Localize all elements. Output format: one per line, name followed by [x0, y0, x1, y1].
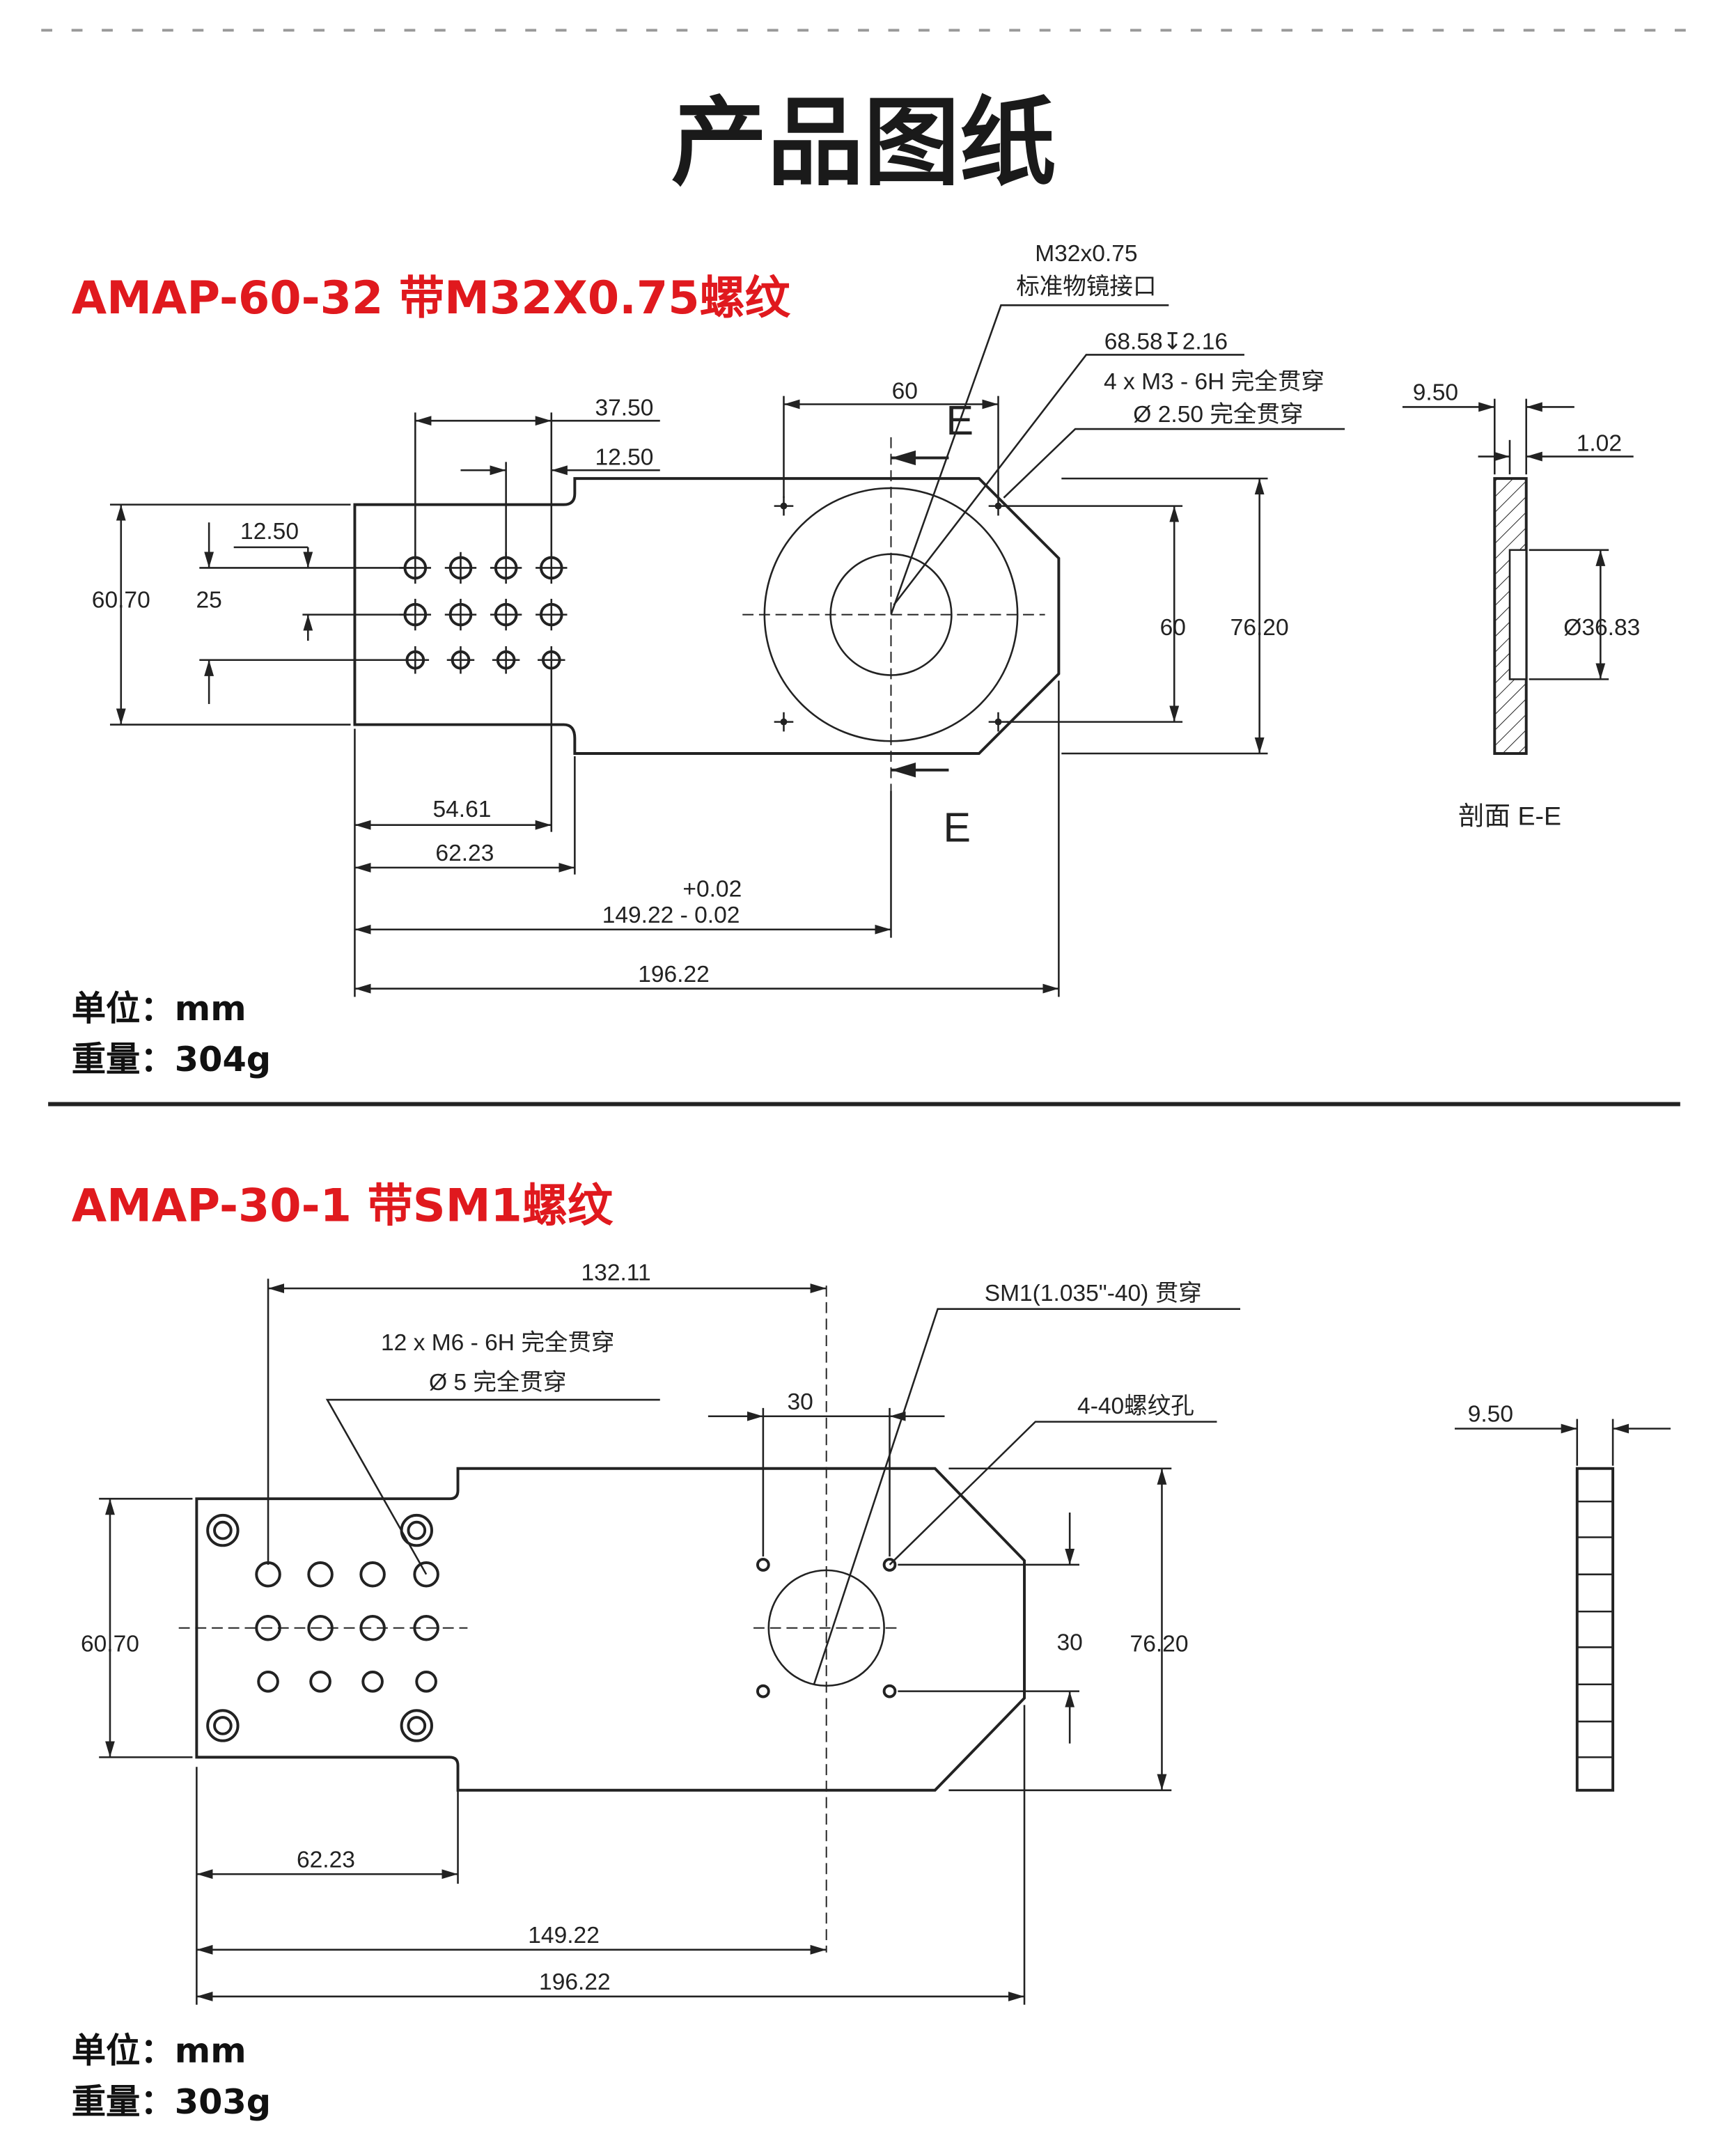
- corner-hole: [400, 1709, 433, 1742]
- callout-holes-2: Ø 5 完全贯穿: [429, 1369, 567, 1396]
- section-heading: AMAP-30-1 带SM1螺纹: [72, 1180, 614, 1232]
- svg-text:Ø36.83: Ø36.83: [1563, 615, 1640, 641]
- svg-text:149.22 - 0.02: 149.22 - 0.02: [602, 903, 740, 928]
- callout-thread-2: 标准物镜接口: [1016, 274, 1156, 300]
- callout-thread-1: M32x0.75: [1035, 241, 1137, 267]
- weight-label: 重量：304g: [72, 1039, 271, 1079]
- svg-text:剖面 E-E: 剖面 E-E: [1458, 802, 1561, 831]
- callout-holes-2: Ø 2.50 完全贯穿: [1133, 401, 1303, 428]
- svg-text:62.23: 62.23: [435, 841, 494, 866]
- 4-40-hole: [882, 1558, 897, 1572]
- corner-hole: [206, 1513, 240, 1547]
- svg-text:25: 25: [196, 588, 221, 614]
- 4-40-hole: [882, 1684, 897, 1698]
- svg-text:9.50: 9.50: [1413, 380, 1458, 406]
- svg-text:76.20: 76.20: [1230, 615, 1289, 641]
- section-view-e-e: 9.50 1.02 Ø36.83 剖面 E-E: [1402, 380, 1640, 831]
- corner-hole-inner: [213, 1716, 233, 1735]
- svg-text:+0.02: +0.02: [682, 876, 742, 902]
- svg-text:62.23: 62.23: [297, 1847, 355, 1873]
- leader-holes: [325, 1398, 660, 1575]
- svg-text:1.02: 1.02: [1577, 431, 1622, 457]
- svg-text:37.50: 37.50: [595, 395, 653, 421]
- leader-4-40: [889, 1421, 1217, 1565]
- svg-text:149.22: 149.22: [528, 1923, 600, 1948]
- svg-text:12.50: 12.50: [595, 444, 653, 470]
- svg-text:196.22: 196.22: [539, 1969, 611, 1995]
- svg-text:60: 60: [1160, 615, 1186, 641]
- mounting-hole: [359, 1561, 386, 1588]
- corner-hole-inner: [213, 1520, 233, 1540]
- callout-4-40: 4-40螺纹孔: [1077, 1393, 1194, 1419]
- 4-40-hole: [756, 1558, 770, 1572]
- mounting-hole: [309, 1671, 331, 1693]
- page-title: 产品图纸: [671, 87, 1056, 199]
- plate-outline: [353, 477, 1061, 755]
- callout-sm1: SM1(1.035"-40) 贯穿: [985, 1280, 1202, 1306]
- leader-counterbore: [893, 354, 1244, 606]
- svg-text:30: 30: [1057, 1630, 1083, 1655]
- mounting-hole: [307, 1561, 334, 1588]
- svg-text:9.50: 9.50: [1468, 1402, 1513, 1428]
- svg-text:60.70: 60.70: [92, 588, 150, 614]
- drawing-amap-30-1: AMAP-30-1 带SM1螺纹 12 x M6 - 6H 完全贯穿 Ø 5 完…: [72, 1180, 1671, 2122]
- corner-hole: [206, 1709, 240, 1742]
- mounting-hole-grid: [399, 552, 568, 674]
- mounting-hole: [257, 1671, 279, 1693]
- leader-thread: [890, 304, 1169, 616]
- callout-holes-1: 12 x M6 - 6H 完全贯穿: [381, 1329, 615, 1356]
- unit-label: 单位：mm: [72, 988, 247, 1029]
- svg-text:60.70: 60.70: [81, 1631, 139, 1657]
- 4-40-hole: [756, 1684, 770, 1698]
- corner-hole: [400, 1513, 433, 1547]
- callout-holes-1: 4 x M3 - 6H 完全贯穿: [1104, 368, 1324, 395]
- m3-holes: [774, 496, 1008, 732]
- drawing-amap-60-32: AMAP-60-32 带M32X0.75螺纹 E E M32x0.75 标准物镜…: [72, 241, 1641, 1079]
- svg-text:196.22: 196.22: [638, 962, 710, 987]
- section-mark-bottom: E: [944, 804, 971, 850]
- leader-holes: [1003, 428, 1345, 499]
- svg-text:132.11: 132.11: [581, 1260, 651, 1286]
- side-view: 9.50: [1455, 1402, 1671, 1792]
- svg-text:12.50: 12.50: [240, 519, 299, 545]
- svg-text:76.20: 76.20: [1130, 1631, 1189, 1657]
- weight-label: 重量：303g: [72, 2081, 271, 2122]
- 4-40-holes: [756, 1558, 897, 1698]
- unit-label: 单位：mm: [72, 2031, 247, 2071]
- dimensions: 132.11 30 60.70 30 76.20 62.23 149.22 19…: [81, 1260, 1188, 2005]
- mounting-hole-grid: [255, 1561, 439, 1693]
- mounting-hole: [413, 1561, 439, 1588]
- corner-holes: [206, 1513, 433, 1742]
- leader-sm1: [813, 1308, 1241, 1685]
- corner-hole-inner: [407, 1716, 427, 1735]
- section-heading: AMAP-60-32 带M32X0.75螺纹: [72, 272, 791, 325]
- mounting-hole: [361, 1671, 384, 1693]
- corner-hole-inner: [407, 1520, 427, 1540]
- callout-counterbore: 68.58↧2.16: [1104, 329, 1228, 355]
- dimensions: 37.50 12.50 60.70 25 12.50 60 60: [92, 379, 1289, 997]
- mounting-hole: [255, 1561, 281, 1588]
- svg-text:60: 60: [892, 379, 918, 405]
- svg-text:54.61: 54.61: [432, 797, 491, 822]
- svg-text:30: 30: [788, 1389, 813, 1415]
- mounting-hole: [415, 1671, 437, 1693]
- plate-outline: [195, 1467, 1026, 1792]
